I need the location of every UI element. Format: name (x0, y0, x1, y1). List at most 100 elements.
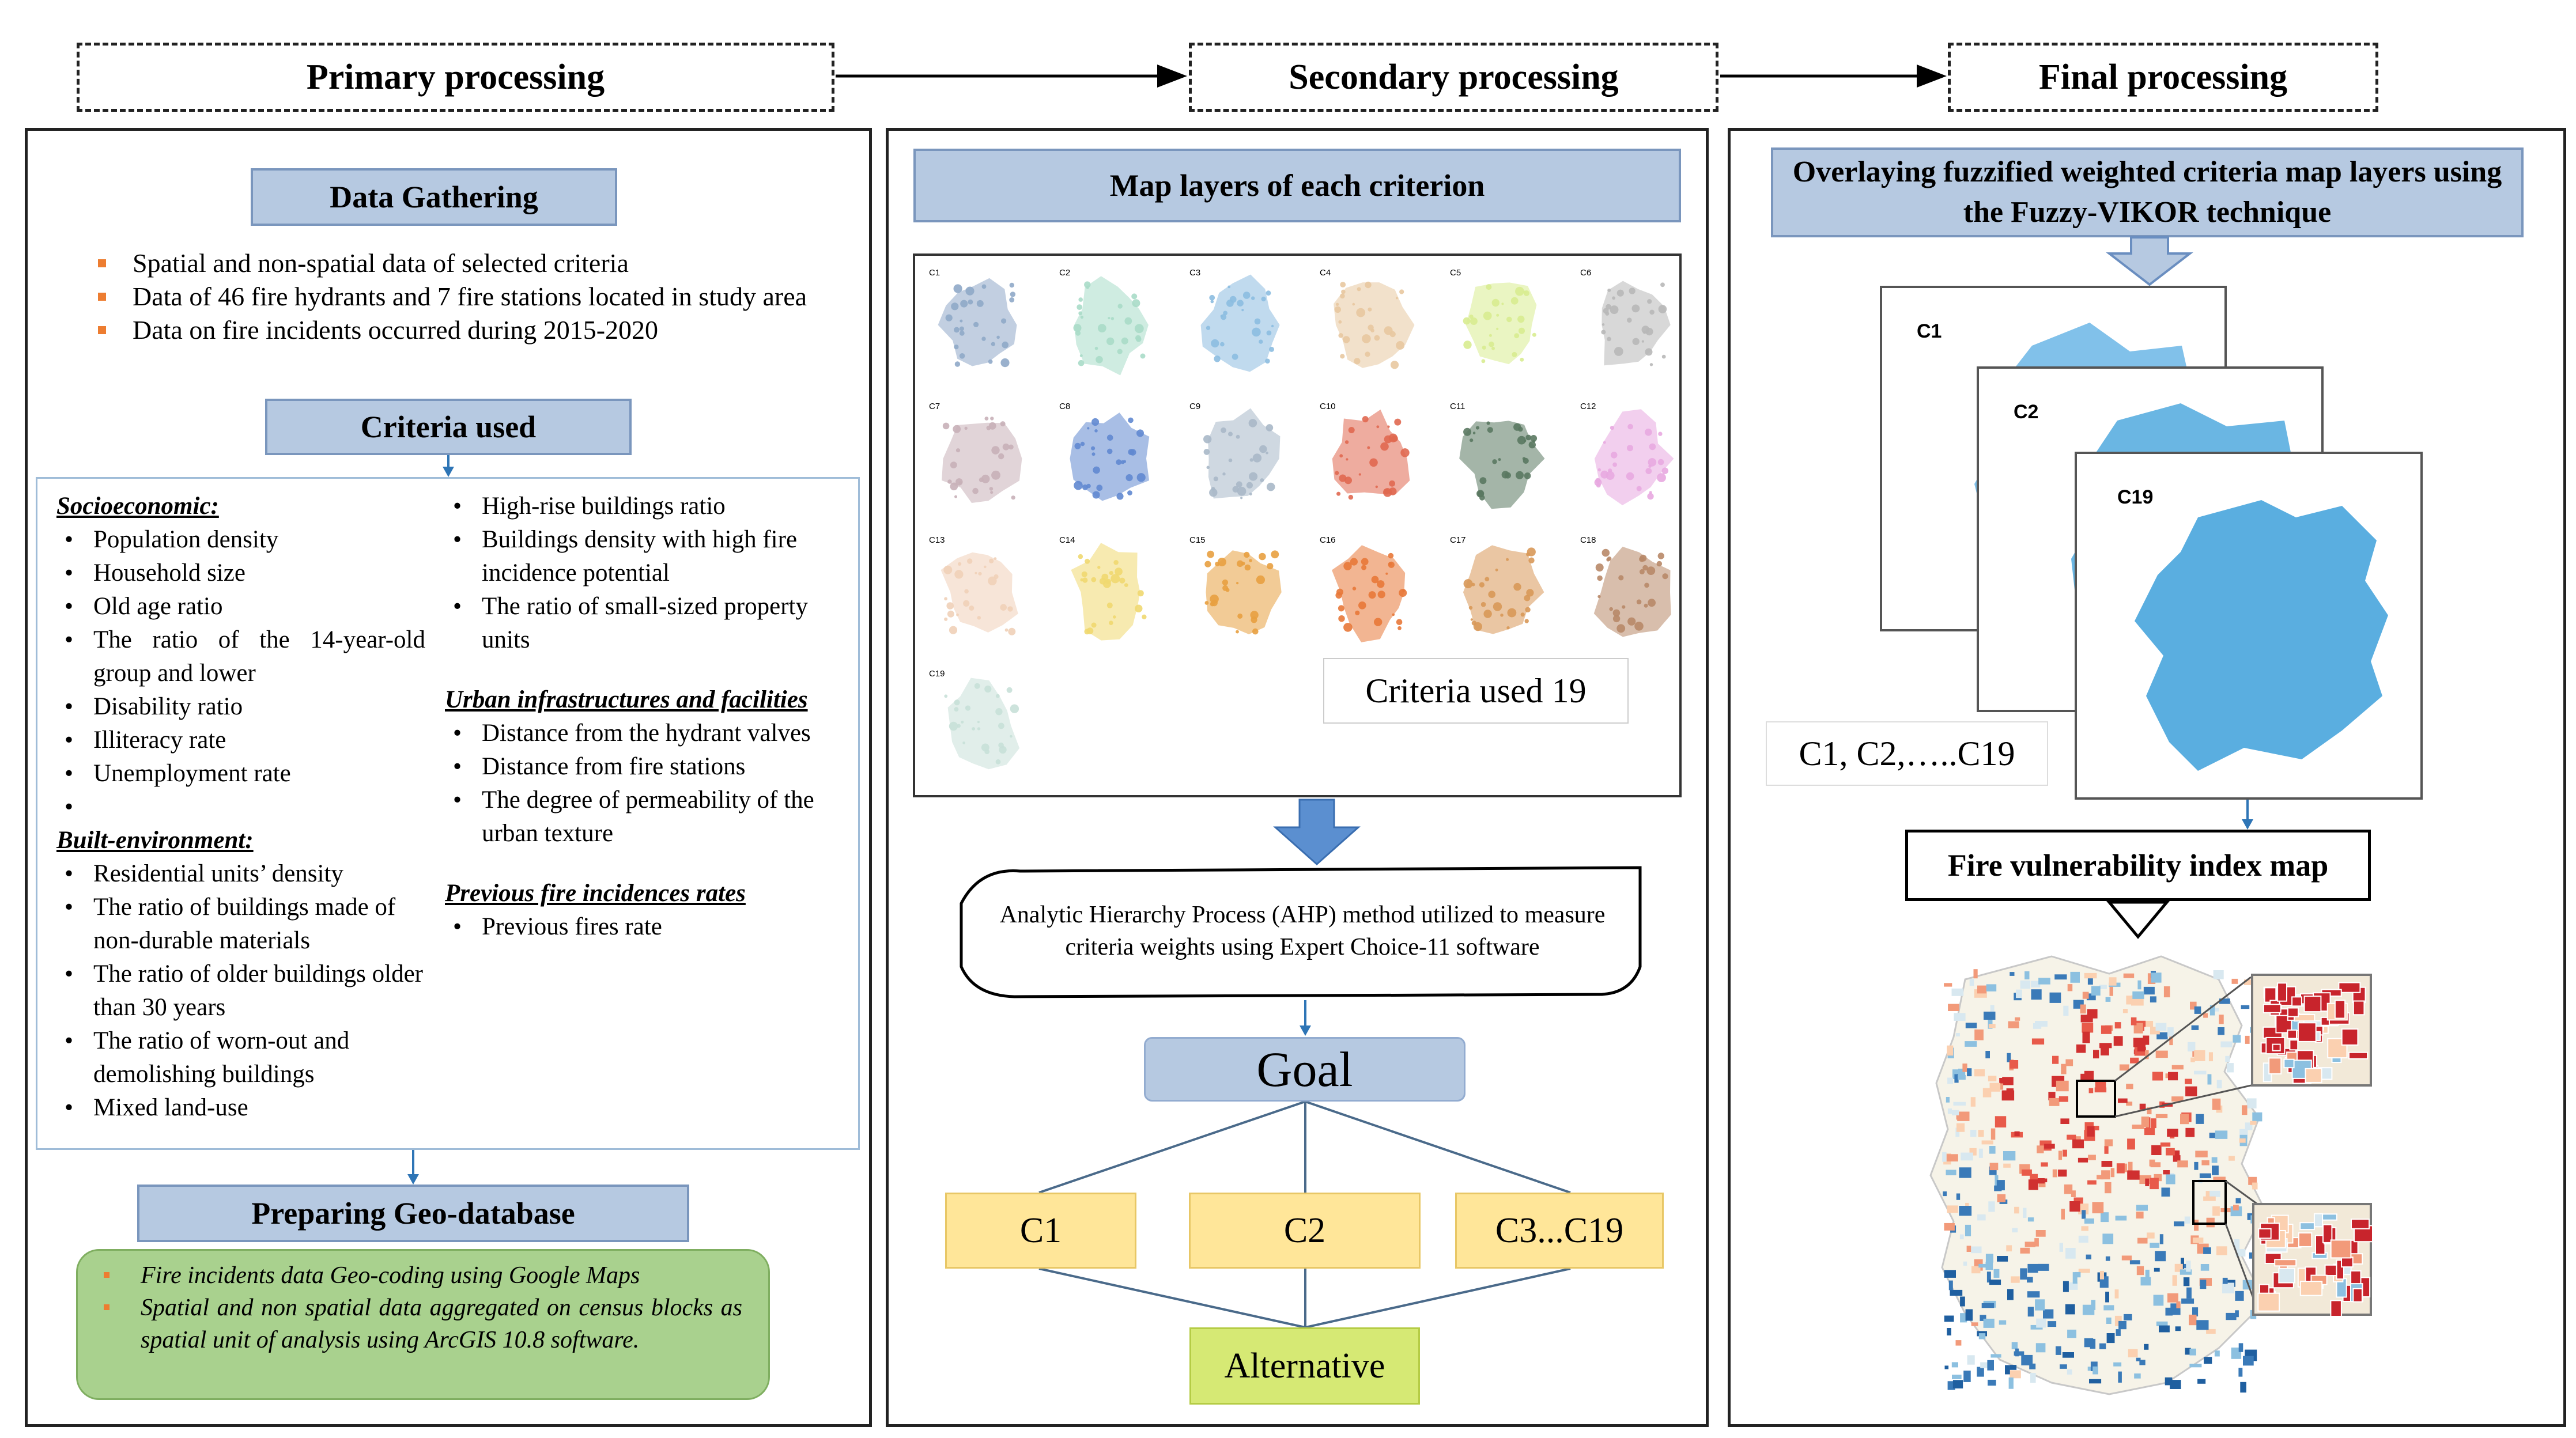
down-arrow-icon (1273, 799, 1361, 866)
criterion-map-label: C5 (1450, 268, 1461, 278)
map-layers-title: Map layers of each criterion (1109, 168, 1485, 203)
criterion-item: Disability ratio (56, 690, 425, 724)
geodb-item: Fire incidents data Geo-coding using Goo… (104, 1259, 742, 1292)
criterion-item: Household size (56, 557, 425, 590)
criterion-map-thumb: C7 (929, 402, 1022, 503)
criterion-map-thumb: C11 (1450, 402, 1545, 509)
data-item: Data of 46 fire hydrants and 7 fire stat… (98, 280, 824, 313)
primary-arrows (407, 455, 454, 1185)
criterion-map-label: C3 (1189, 268, 1200, 278)
criterion-item: Distance from fire stations (445, 750, 848, 784)
alternative-label: Alternative (1224, 1346, 1385, 1386)
criterion-map-label: C12 (1580, 402, 1596, 411)
criterion-item: Buildings density with high fire inciden… (445, 523, 848, 590)
previous-fire-heading: Previous fire incidences rates (445, 880, 746, 907)
criterion-item: Population density (56, 523, 425, 557)
criterion-map-label: C8 (1059, 402, 1070, 411)
criterion-item: The ratio of buildings made of non-durab… (56, 891, 425, 958)
criteria-list-box (36, 477, 860, 1150)
criterion-map-thumb: C14 (1059, 535, 1147, 641)
stage-header-secondary: Secondary processing (1189, 43, 1718, 112)
stage-header-primary: Primary processing (77, 43, 834, 112)
criterion-map-thumb: C16 (1320, 535, 1407, 642)
criterion-map-thumb: C8 (1059, 402, 1150, 501)
criterion-map-label: C9 (1189, 402, 1200, 411)
urban-infrastructure-heading: Urban infrastructures and facilities (445, 686, 808, 713)
criterion-item: Distance from the hydrant valves (445, 717, 848, 750)
layers-caption: C1, C2,…..C19 (1799, 734, 2015, 773)
criterion-box-c3-c19: C3...C19 (1455, 1193, 1664, 1269)
criterion-map-label: C7 (929, 402, 940, 411)
bullet-square-icon (98, 259, 106, 267)
overlay-down-arrow-icon (2106, 236, 2193, 286)
bullet-square-icon (98, 293, 106, 301)
criterion-map-thumb: C2 (1059, 268, 1149, 376)
criterion-map-label: C18 (1580, 535, 1596, 545)
criterion-item: The ratio of worn-out and demolishing bu… (56, 1024, 425, 1091)
vulnerability-box: Fire vulnerability index map (1905, 830, 2371, 901)
criterion-map-label: C13 (929, 535, 945, 545)
criterion-map-thumb: C9 (1189, 402, 1281, 499)
criterion-item-empty (56, 790, 425, 824)
bullet-square-icon (98, 326, 106, 334)
vulnerability-title: Fire vulnerability index map (1947, 848, 2329, 883)
data-item: Data on fire incidents occurred during 2… (98, 313, 824, 347)
criterion-map-thumb: C13 (929, 535, 1018, 635)
criterion-map-thumb: C17 (1450, 535, 1544, 634)
criterion-item: The ratio of the 14-year-old group and l… (56, 623, 425, 690)
criterion-item: Old age ratio (56, 590, 425, 623)
criterion-map-label: C17 (1450, 535, 1466, 545)
bullet-square-icon (104, 1304, 109, 1310)
criterion-map-thumb: C6 (1580, 268, 1671, 366)
criterion-map-label: C6 (1580, 268, 1591, 278)
overlay-title: Overlaying fuzzified weighted criteria m… (1792, 156, 2502, 229)
data-gathering-list: Spatial and non-spatial data of selected… (98, 247, 824, 347)
criterion-map-label: C4 (1320, 268, 1331, 278)
stage-title-secondary: Secondary processing (1289, 57, 1619, 97)
stage-arrows (836, 65, 1947, 88)
vulnerability-down-arrow-icon (2106, 900, 2170, 939)
ahp-box-shape (960, 866, 1642, 998)
criterion-map-thumb: C5 (1450, 268, 1537, 365)
criterion-map-thumb: C1 (929, 268, 1017, 368)
stage-title-final: Final processing (2038, 57, 2288, 97)
criterion-item: The ratio of small-sized property units (445, 590, 848, 657)
criterion-item: The degree of permeability of the urban … (445, 784, 848, 850)
criterion-item: High-rise buildings ratio (445, 490, 848, 523)
goal-box: Goal (1144, 1037, 1465, 1102)
criterion-item: Illiteracy rate (56, 724, 425, 757)
geodatabase-details (76, 1249, 770, 1400)
geodatabase-title: Preparing Geo-database (251, 1196, 575, 1231)
geodb-item: Spatial and non spatial data aggregated … (104, 1292, 742, 1356)
vulnerability-zoom-inset-1 (2251, 974, 2372, 1087)
criterion-map-label: C16 (1320, 535, 1336, 545)
built-environment-heading: Built-environment: (56, 827, 254, 854)
stage-header-final: Final processing (1948, 43, 2378, 112)
socioeconomic-heading: Socioeconomic: (56, 493, 219, 520)
bullet-square-icon (104, 1272, 109, 1278)
criterion-map-thumb: C18 (1580, 535, 1671, 637)
criterion-item: Previous fires rate (445, 910, 848, 944)
data-gathering-box: Data Gathering (251, 168, 617, 226)
vulnerability-map (1929, 955, 2266, 1395)
criteria-count-box: Criteria used 19 (1323, 658, 1629, 724)
layer-card-c19: C19 (2075, 452, 2423, 800)
vulnerability-zoom-inset-2 (2252, 1203, 2372, 1316)
stage-title-primary: Primary processing (306, 57, 605, 97)
criterion-box-c1: C1 (945, 1193, 1136, 1269)
criterion-item: Residential units’ density (56, 857, 425, 891)
criterion-item: Unemployment rate (56, 757, 425, 790)
geodatabase-box: Preparing Geo-database (137, 1185, 689, 1242)
criterion-map-thumb: C12 (1580, 402, 1674, 505)
map-layers-box: Map layers of each criterion (913, 149, 1681, 222)
data-item: Spatial and non-spatial data of selected… (98, 247, 824, 280)
layer-map-c19 (2135, 500, 2388, 771)
criterion-map-thumb: C19 (929, 669, 1020, 770)
final-small-arrow (2242, 800, 2253, 830)
criterion-item: The ratio of older buildings older than … (56, 958, 425, 1024)
criterion-map-thumb: C15 (1189, 535, 1282, 635)
criteria-left-column: Socioeconomic: Population density Househ… (56, 490, 425, 1125)
criterion-map-label: C11 (1450, 402, 1465, 411)
ahp-hierarchy-lines (1038, 1000, 1571, 1329)
criterion-map-label: C14 (1059, 535, 1075, 545)
